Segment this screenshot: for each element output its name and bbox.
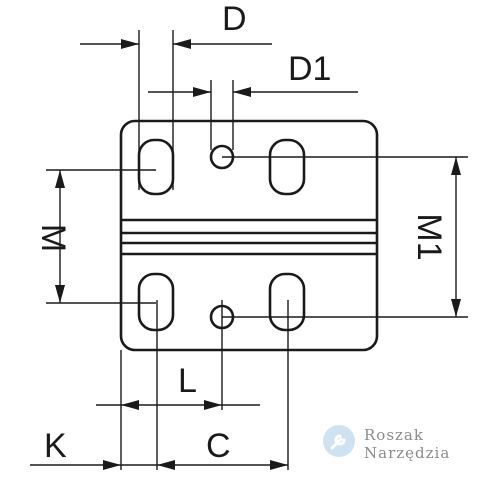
label-k: K — [44, 427, 67, 465]
label-d1: D1 — [288, 50, 331, 88]
slot-bottom-left — [137, 272, 175, 332]
slot-top-left — [137, 138, 175, 196]
label-m: M — [34, 224, 72, 252]
watermark-line1: Roszak — [364, 425, 424, 444]
slot-bottom-right — [268, 272, 306, 332]
plate-outline — [119, 119, 379, 352]
label-d: D — [222, 0, 247, 38]
slot-top-right — [268, 138, 306, 196]
watermark-line2: Narzędzia — [364, 443, 451, 462]
label-m1: M1 — [410, 213, 448, 260]
label-l: L — [178, 362, 197, 400]
wrench-icon — [322, 424, 356, 463]
watermark-text: Roszak Narzędzia — [364, 426, 450, 462]
label-c: C — [206, 427, 231, 465]
watermark: Roszak Narzędzia — [322, 424, 450, 463]
